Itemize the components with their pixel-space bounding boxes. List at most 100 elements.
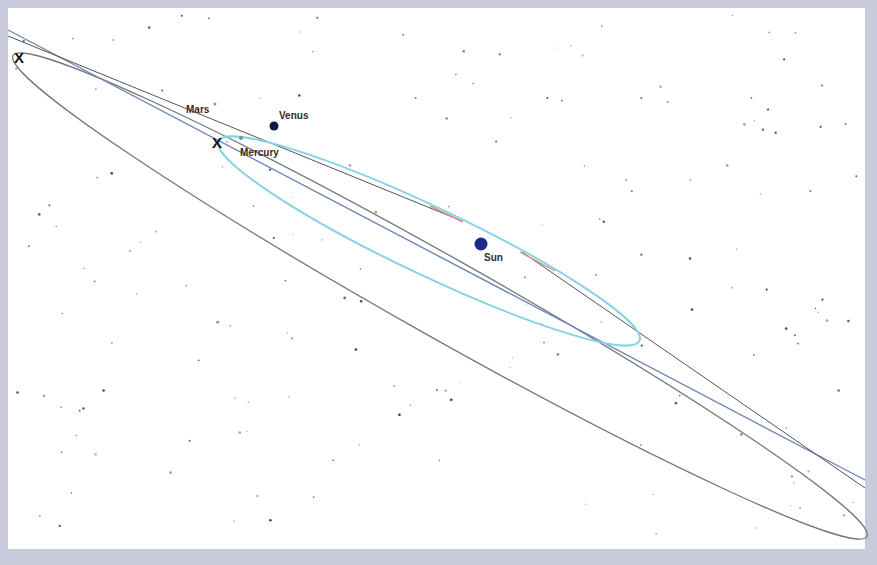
star (640, 97, 642, 99)
star (740, 433, 743, 436)
star (793, 482, 795, 484)
star (402, 34, 404, 36)
star (783, 58, 785, 60)
star (785, 327, 788, 330)
planet-label: Mercury (240, 147, 279, 158)
star (355, 348, 358, 351)
star (472, 83, 473, 84)
star (557, 353, 560, 356)
star (349, 164, 352, 167)
star (208, 17, 210, 19)
star (743, 123, 746, 126)
star (767, 108, 769, 110)
star (222, 166, 223, 167)
star (448, 206, 450, 208)
star (460, 382, 461, 383)
planet-label: Mars (186, 104, 209, 115)
star (799, 507, 801, 509)
mercury-orbit (204, 110, 654, 371)
star (791, 475, 793, 477)
star (360, 268, 362, 270)
star (815, 308, 816, 309)
star (768, 32, 770, 34)
star (790, 505, 791, 506)
star (343, 297, 346, 300)
star (234, 398, 235, 399)
star (495, 140, 497, 142)
star (546, 97, 548, 99)
star (273, 237, 275, 239)
star (679, 395, 681, 397)
star (248, 402, 249, 403)
star (129, 250, 131, 252)
star (94, 281, 95, 282)
star (640, 444, 642, 446)
star (731, 287, 733, 289)
star (794, 334, 796, 336)
star (691, 308, 694, 311)
star (285, 280, 287, 282)
star (82, 407, 84, 409)
edge-on-orbit (8, 30, 865, 480)
star (62, 313, 63, 314)
star (169, 471, 172, 474)
star (436, 389, 438, 391)
star (756, 527, 758, 529)
star (726, 164, 729, 167)
star (56, 226, 57, 227)
star (59, 525, 61, 527)
star (313, 496, 315, 498)
star (843, 514, 846, 517)
star (510, 117, 511, 118)
star (292, 197, 293, 198)
star (393, 385, 395, 387)
star (601, 321, 602, 322)
star (155, 230, 157, 232)
star (288, 396, 289, 397)
star (845, 123, 847, 125)
star (298, 94, 300, 96)
star (826, 319, 829, 322)
star (524, 277, 526, 279)
star (445, 117, 448, 120)
star (113, 39, 114, 40)
star (359, 444, 360, 445)
star (94, 453, 97, 456)
star (855, 175, 857, 177)
star (140, 242, 141, 243)
star (445, 390, 447, 392)
star (821, 299, 823, 301)
star (246, 431, 247, 432)
star (601, 25, 603, 27)
star (766, 289, 768, 291)
star (462, 50, 465, 53)
star (226, 141, 228, 143)
hidden-orbit-part (520, 252, 555, 271)
outer-orbit (0, 21, 877, 565)
star (595, 274, 597, 276)
star (15, 68, 17, 70)
star (599, 218, 601, 220)
star (415, 97, 417, 99)
star (136, 293, 137, 294)
star (570, 45, 571, 46)
star (667, 101, 669, 103)
star (807, 470, 809, 472)
star (238, 431, 241, 434)
star (554, 47, 555, 48)
star (233, 520, 234, 521)
star (439, 460, 441, 462)
star (300, 31, 301, 32)
sky-ground (8, 8, 865, 549)
venus-dot (270, 122, 279, 131)
star (732, 15, 733, 16)
star (510, 367, 511, 368)
planet-label: Venus (279, 110, 308, 121)
star (374, 211, 377, 214)
mars-dot (214, 103, 217, 106)
star-label: Sun (484, 252, 503, 263)
star (675, 402, 678, 405)
star (837, 389, 840, 392)
edge-on-orbit (522, 252, 865, 488)
star (61, 451, 63, 453)
